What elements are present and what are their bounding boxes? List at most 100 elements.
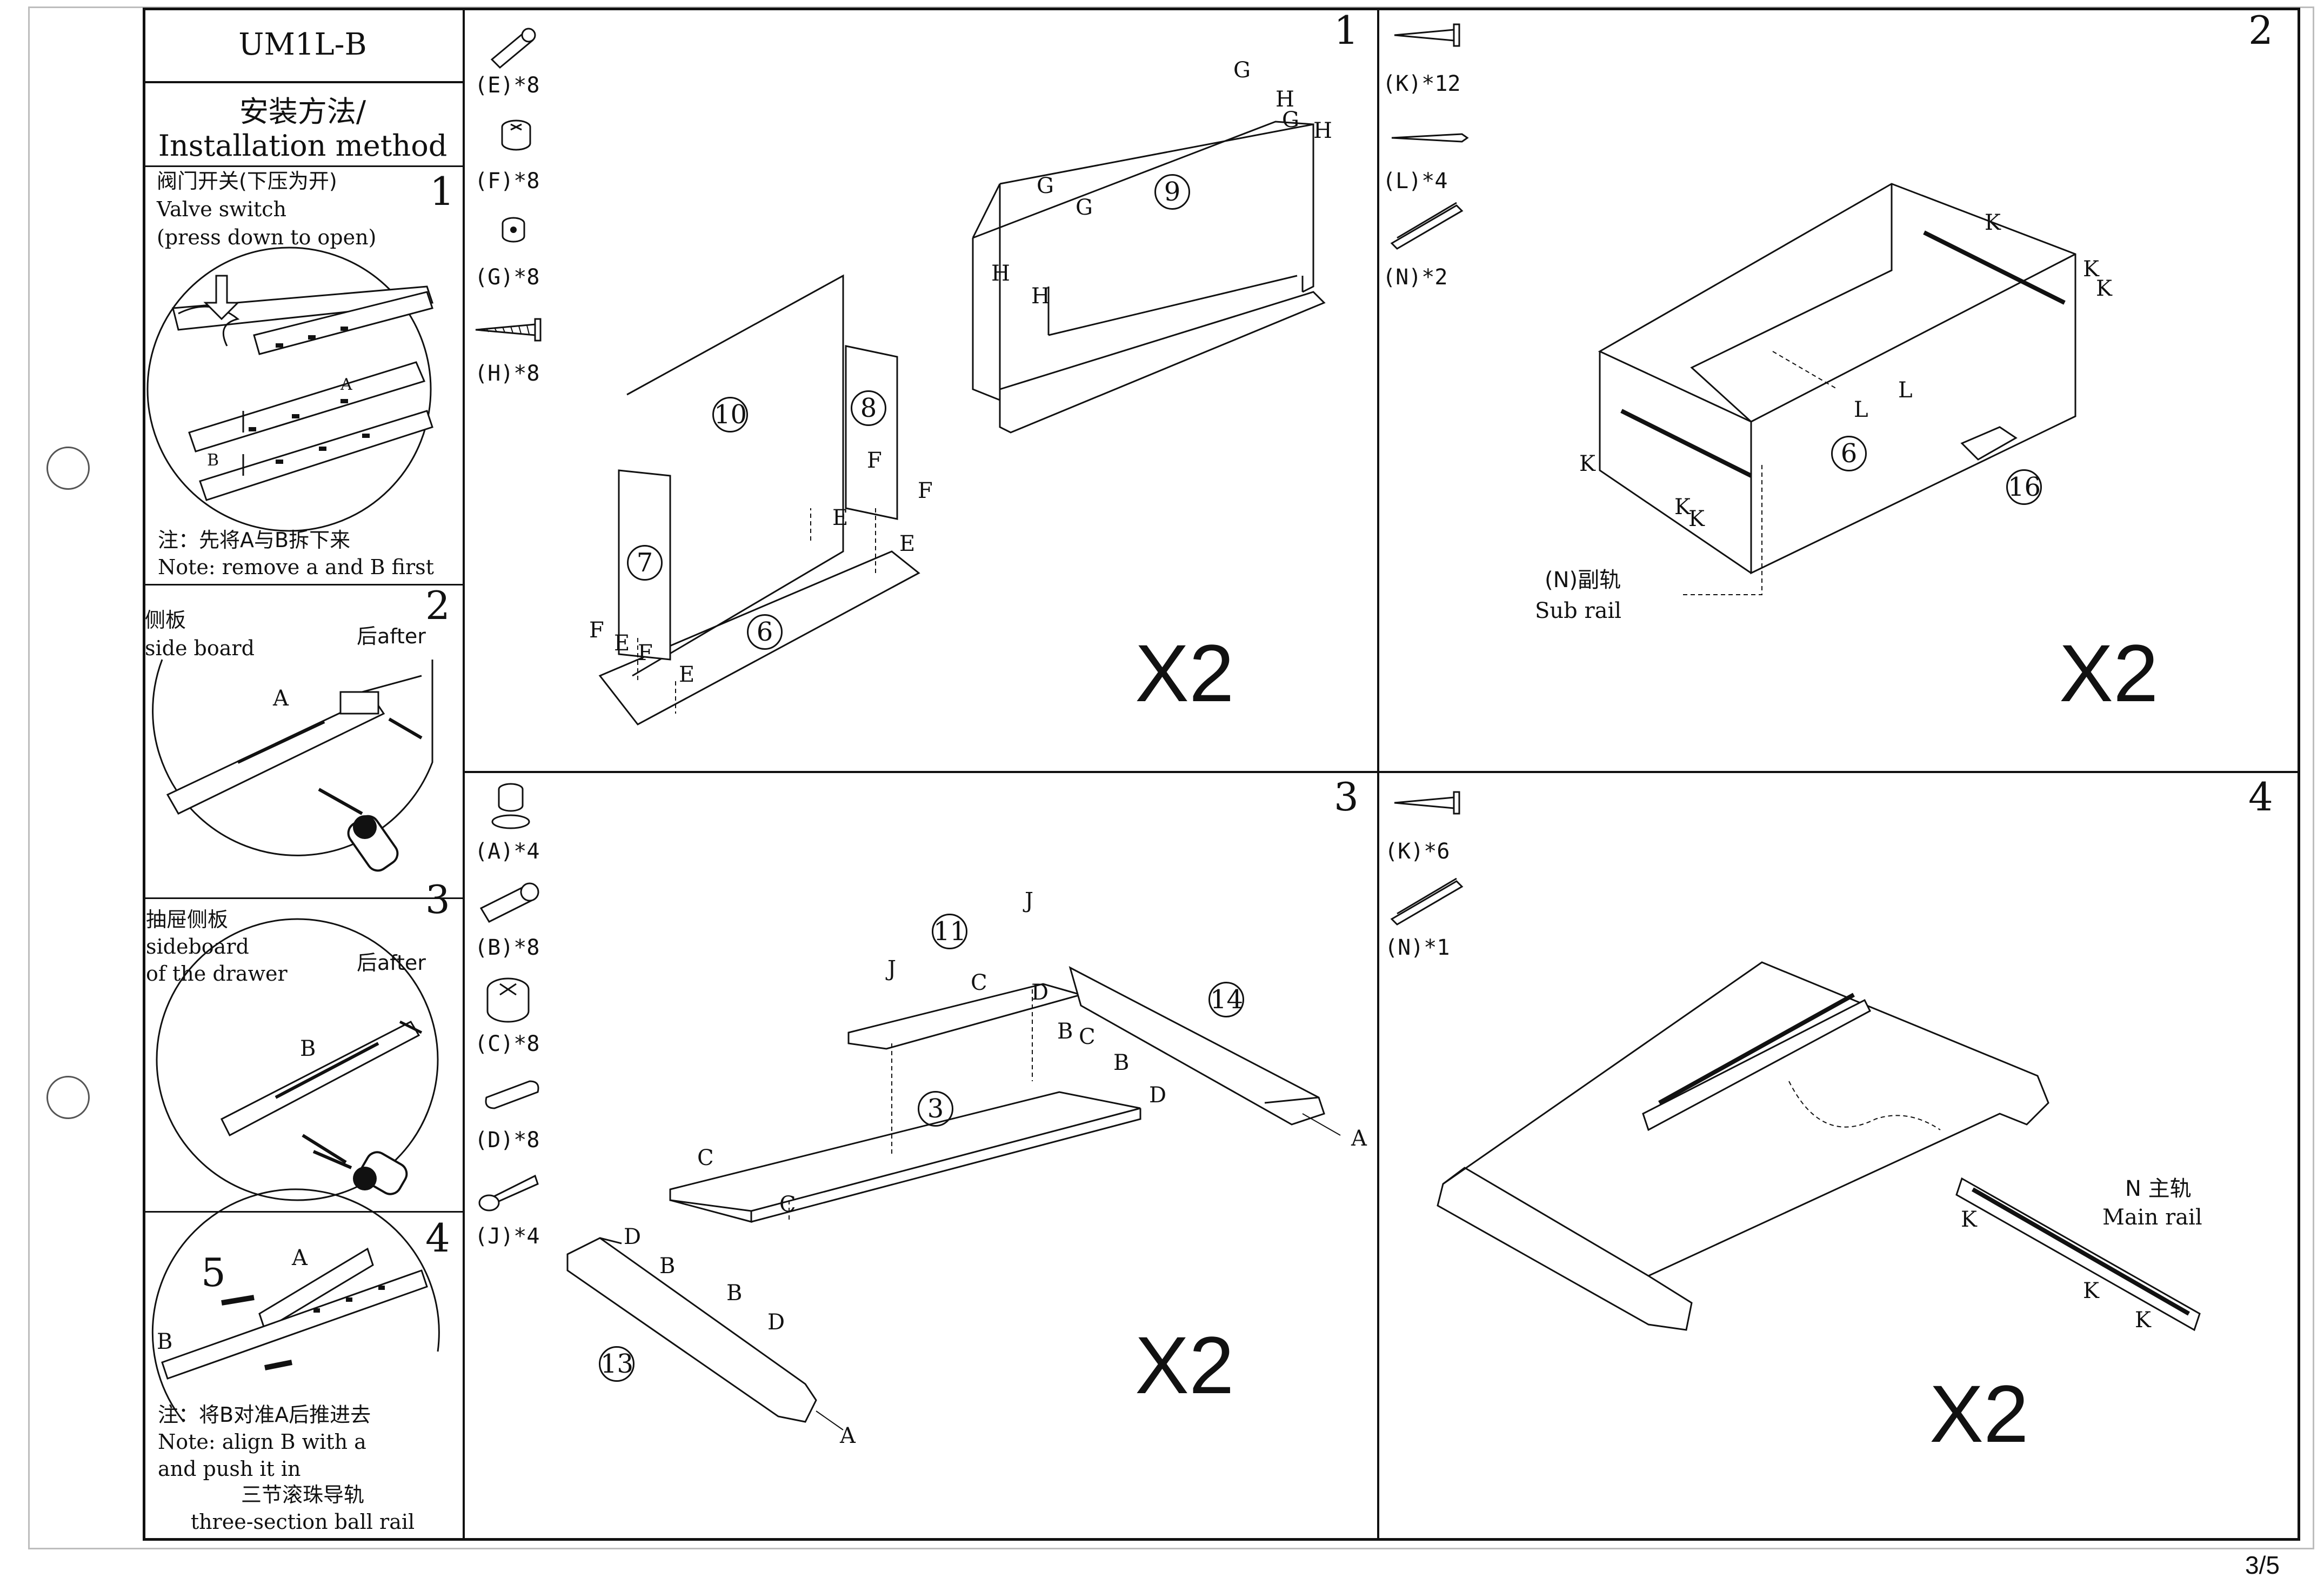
label-e-3: E: [614, 631, 630, 656]
label-c-4: C: [779, 1192, 796, 1217]
panel-1-part-e: (E)*8: [475, 73, 540, 98]
panel-4-multiplier: X2: [1929, 1368, 2029, 1459]
panel-3-part-b: (B)*8: [475, 935, 540, 960]
label-b-3: B: [659, 1254, 676, 1279]
dowel-b-icon: [479, 882, 539, 923]
board-13: 13: [599, 1346, 635, 1382]
side-step-1-note-en: Note: remove a and B first: [158, 555, 434, 579]
model-title: UM1L-B: [238, 27, 367, 62]
bolt-a-icon: [491, 783, 530, 829]
panel-4-part-n: (N)*1: [1385, 935, 1450, 960]
label-d-4: D: [767, 1310, 785, 1335]
side-step-4-note-cn: 注：将B对准A后推进去: [158, 1403, 371, 1427]
install-title-cn: 安装方法/: [239, 95, 366, 129]
label-f-3: F: [589, 618, 604, 643]
punch-hole-bottom: [46, 1076, 90, 1119]
label-e-1: E: [832, 505, 849, 530]
instruction-sheet: [143, 8, 2300, 1541]
side-step-1-line-1: 阀门开关(下压为开): [157, 169, 337, 193]
screw-l-icon: [1391, 133, 1469, 143]
board-9: 9: [1154, 174, 1190, 210]
ball-rail-illustration: [151, 1188, 440, 1422]
side-step-1-number: 1: [430, 169, 455, 214]
board-6-drawer: 6: [1831, 436, 1867, 471]
board-16: 16: [2006, 469, 2042, 505]
side-step-4-note-en-2: and push it in: [158, 1457, 301, 1481]
side-step-2-line-2: side board: [145, 636, 255, 660]
punch-hole-top: [46, 447, 90, 490]
panel-4-callout-en: Main rail: [2102, 1205, 2202, 1230]
side-step-2-label-a: A: [273, 686, 289, 711]
label-d-3: D: [624, 1224, 642, 1249]
page-number: 3/5: [2245, 1551, 2280, 1579]
side-step-3-line-2: sideboard: [146, 935, 249, 959]
side-step-3-divider: [143, 1211, 464, 1213]
label-d-1: D: [1031, 980, 1049, 1005]
side-step-1-line-2: Valve switch: [157, 197, 287, 221]
label-c-1: C: [971, 970, 987, 995]
rail-n-icon: [1390, 202, 1464, 250]
panel-4-step-number: 4: [2248, 774, 2273, 820]
label-k-1: K: [1985, 210, 2001, 235]
label-k-7: K: [1961, 1207, 1977, 1232]
label-g-2: G: [1282, 108, 1299, 132]
drawer-sideboard-illustration: [156, 918, 439, 1201]
label-d-2: D: [1149, 1083, 1167, 1108]
label-k-8: K: [2083, 1279, 2099, 1303]
label-f-1: F: [867, 448, 882, 473]
panel-3-step-number: 3: [1334, 774, 1359, 820]
board-14: 14: [1208, 982, 1244, 1017]
page-frame: [28, 6, 2314, 1549]
screw-icon: [475, 318, 542, 342]
panel-1-step-number: 1: [1334, 8, 1359, 53]
title-divider: [143, 165, 464, 167]
label-f-2: F: [918, 478, 933, 503]
label-h-2: H: [1313, 118, 1332, 143]
side-step-1-divider: [143, 584, 464, 585]
side-step-4-inner-number: 5: [201, 1250, 226, 1295]
panel-2-part-l: (L)*4: [1383, 169, 1448, 194]
divider-center: [1377, 8, 1379, 1541]
label-l-2: L: [1854, 397, 1868, 422]
dowel-d-icon: [485, 1080, 539, 1109]
label-h-3: H: [991, 261, 1010, 286]
board-6: 6: [747, 614, 783, 650]
side-step-1-line-3: (press down to open): [157, 225, 377, 249]
cam-c-icon: [486, 977, 530, 1023]
divider-side: [463, 8, 465, 1541]
cam-nut-icon: [502, 217, 525, 243]
label-b-4: B: [726, 1281, 743, 1306]
label-f-4: F: [638, 641, 653, 665]
label-g-3: G: [1037, 174, 1054, 198]
label-c-3: C: [697, 1146, 714, 1170]
side-step-1-label-b: B: [207, 451, 219, 470]
panel-2-part-n: (N)*2: [1383, 265, 1448, 290]
label-k-4: K: [1579, 451, 1595, 476]
label-j-1: J: [887, 956, 897, 981]
side-step-3-number: 3: [425, 877, 450, 922]
label-k-2: K: [2083, 257, 2099, 282]
side-step-1-label-a: A: [340, 375, 352, 394]
label-b-2: B: [1113, 1050, 1130, 1075]
label-b-1: B: [1057, 1019, 1073, 1044]
label-c-2: C: [1079, 1024, 1096, 1049]
panel-1-assembly-drawing: [598, 121, 1326, 726]
panel-3-part-j: (J)*4: [475, 1224, 540, 1249]
panel-2-step-number: 2: [2248, 8, 2273, 53]
panel-1-multiplier: X2: [1135, 628, 1234, 718]
board-11: 11: [932, 914, 967, 949]
side-footer-cn: 三节滚珠导轨: [241, 1483, 364, 1507]
panel-2-part-k: (K)*12: [1383, 71, 1461, 96]
model-divider: [143, 81, 464, 83]
board-3: 3: [918, 1091, 953, 1127]
panel-3-part-a: (A)*4: [475, 839, 540, 864]
side-step-2-number: 2: [425, 583, 450, 628]
side-footer-en: three-section ball rail: [190, 1510, 415, 1534]
panel-1-part-g: (G)*8: [475, 265, 540, 290]
label-k-9: K: [2135, 1308, 2151, 1333]
board-7: 7: [627, 545, 663, 581]
label-j-2: J: [1025, 888, 1034, 913]
side-step-1-note-cn: 注：先将A与B拆下来: [158, 528, 351, 552]
side-step-4-label-b: B: [157, 1329, 173, 1354]
panel-1-part-h: (H)*8: [475, 361, 540, 386]
